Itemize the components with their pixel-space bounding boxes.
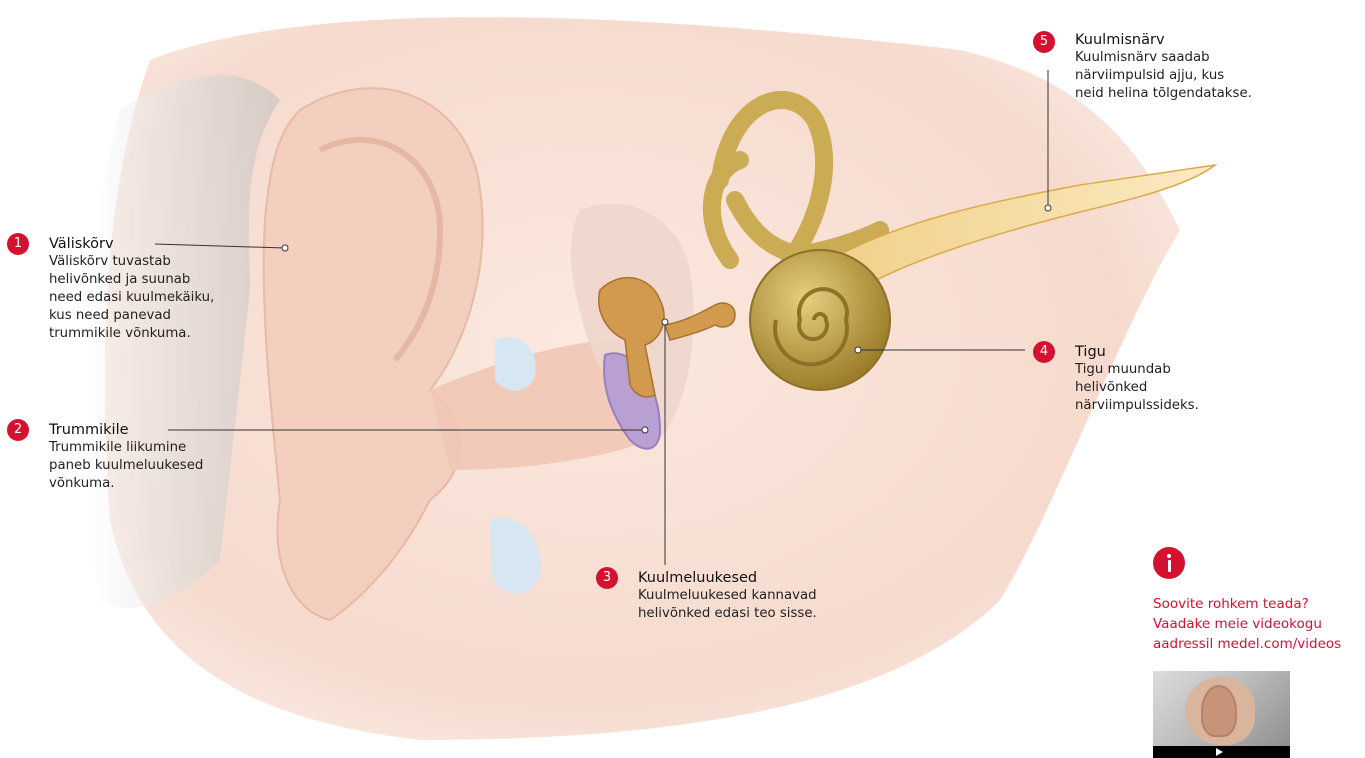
badge-5: 5 — [1033, 31, 1055, 53]
label-desc-line: Kuulmeluukesed kannavad — [638, 587, 898, 605]
badge-1: 1 — [7, 233, 29, 255]
cochlea-shape — [750, 250, 890, 390]
info-line: Vaadake meie videokogu — [1153, 614, 1363, 634]
info-bar — [1168, 560, 1171, 572]
leader-dot-5 — [1045, 205, 1051, 211]
label-title: Väliskõrv — [49, 235, 289, 253]
label-desc-line: Trummikile liikumine — [49, 439, 289, 457]
label-desc-line: neid helina tõlgendatakse. — [1075, 85, 1325, 103]
info-link[interactable]: aadressil medel.com/videos — [1153, 634, 1363, 654]
info-line: Soovite rohkem teada? — [1153, 594, 1363, 614]
leader-dot-2 — [642, 427, 648, 433]
label-title: Trummikile — [49, 421, 289, 439]
label-title: Tigu — [1075, 343, 1275, 361]
leader-dot-3 — [662, 319, 668, 325]
thumbnail-ear — [1201, 685, 1237, 737]
play-icon[interactable] — [1216, 748, 1223, 756]
label-desc-line: helivõnked — [1075, 379, 1275, 397]
info-dot — [1167, 554, 1171, 558]
label-desc-line: Väliskõrv tuvastab — [49, 253, 289, 271]
label-desc-line: helivõnked edasi teo sisse. — [638, 605, 898, 623]
label-desc-line: Kuulmisnärv saadab — [1075, 49, 1325, 67]
leader-dot-4 — [855, 347, 861, 353]
label-desc-line: helivõnked ja suunab — [49, 271, 289, 289]
info-icon — [1153, 547, 1185, 579]
label-desc-line: närviimpulssideks. — [1075, 397, 1275, 415]
label-desc-line: võnkuma. — [49, 475, 289, 493]
label-desc-line: need edasi kuulmekäiku, — [49, 289, 289, 307]
label-desc-line: kus need panevad — [49, 307, 289, 325]
label-desc-line: trummikile võnkuma. — [49, 325, 289, 343]
label-desc-line: närviimpulsid ajju, kus — [1075, 67, 1325, 85]
label-desc-line: Tigu muundab — [1075, 361, 1275, 379]
label-title: Kuulmeluukesed — [638, 569, 898, 587]
badge-2: 2 — [7, 419, 29, 441]
badge-4: 4 — [1033, 341, 1055, 363]
info-text: Soovite rohkem teada? Vaadake meie video… — [1153, 594, 1363, 654]
label-title: Kuulmisnärv — [1075, 31, 1325, 49]
badge-3: 3 — [596, 567, 618, 589]
label-desc-line: paneb kuulmeluukesed — [49, 457, 289, 475]
video-thumbnail[interactable] — [1153, 671, 1290, 758]
